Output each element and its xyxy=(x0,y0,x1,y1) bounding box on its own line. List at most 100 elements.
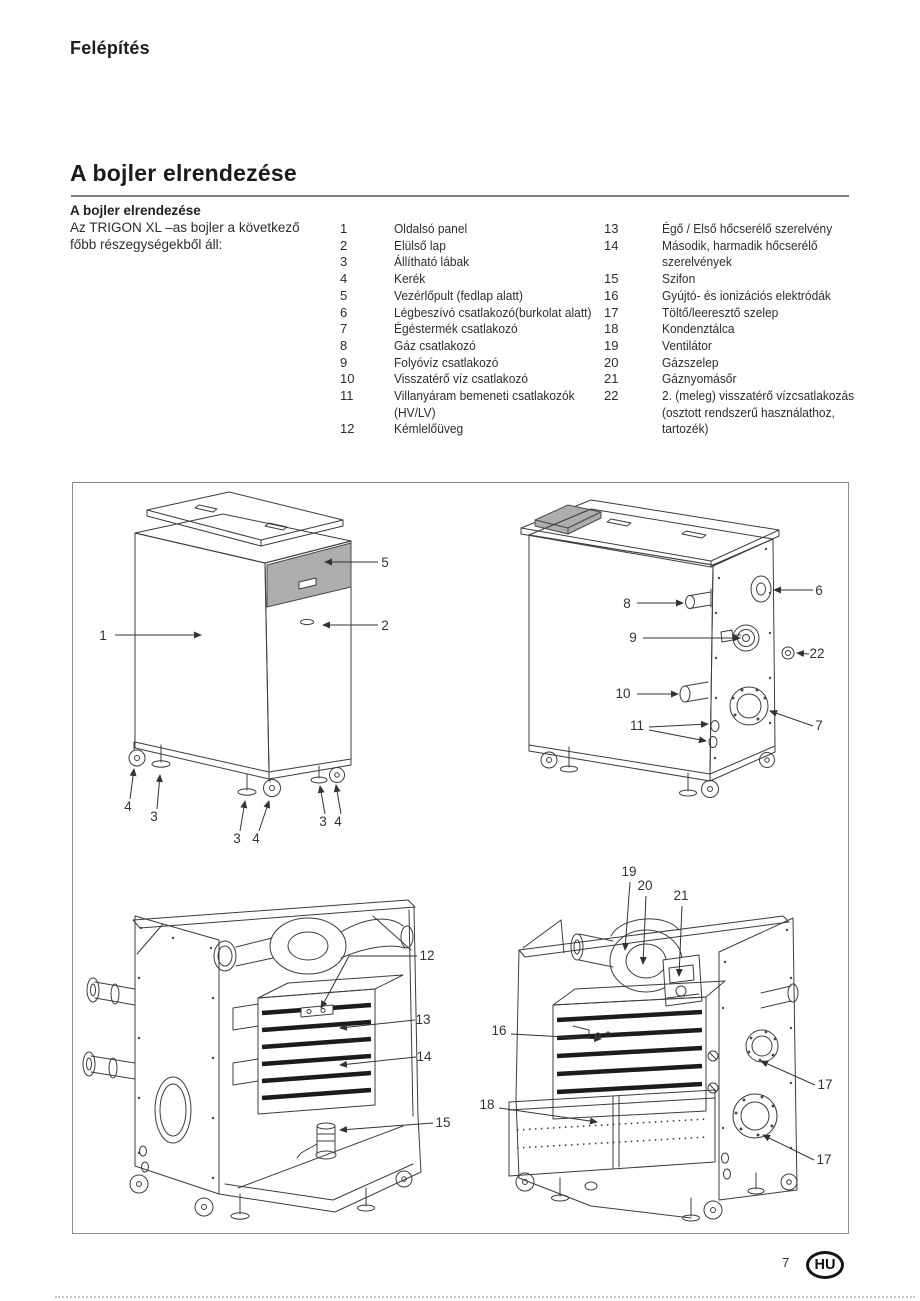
sight-glass xyxy=(300,1004,334,1018)
part-label: Visszatérő víz csatlakozó xyxy=(394,371,529,387)
callout-label-17: 17 xyxy=(816,1152,831,1167)
chassis-frame xyxy=(132,899,422,1213)
part-item: 7 Égéstermék csatlakozó xyxy=(340,321,602,338)
part-number: 12 xyxy=(340,421,355,437)
part-label: (HV/LV) xyxy=(394,404,436,420)
callout-label-6: 6 xyxy=(815,583,823,598)
section-header: Felépítés xyxy=(70,38,150,58)
diagram-panel: 1 2 5 4 3 3 4 3 4 xyxy=(72,482,849,1234)
chassis-frame xyxy=(515,915,790,1219)
parts-list-subtitle: A bojler elrendezése xyxy=(70,203,201,218)
lid-vent-slot xyxy=(194,504,218,513)
electrical-inlets xyxy=(708,720,720,748)
callout-label-11: 11 xyxy=(630,718,644,733)
part-number: 5 xyxy=(340,287,348,303)
part-label: Második, harmadik hőcserélő xyxy=(662,237,818,253)
callout-label-16: 16 xyxy=(491,1023,506,1038)
page-number: 7 xyxy=(782,1255,790,1270)
lid-vent-slot xyxy=(681,530,707,539)
part-label: Égéstermék csatlakozó xyxy=(394,321,518,337)
part-number xyxy=(604,254,662,271)
part-number: 9 xyxy=(340,354,348,370)
part-item: 10 Visszatérő víz csatlakozó xyxy=(340,371,602,388)
heat-exchanger-stack xyxy=(232,974,404,1115)
part-label: Kondenztálca xyxy=(662,321,735,337)
manhole-opening xyxy=(154,1076,192,1144)
scan-artifact-line xyxy=(55,1296,915,1298)
part-number: 19 xyxy=(604,337,619,353)
part-label: szerelvények xyxy=(662,254,732,270)
part-item: 9 Folyóvíz csatlakozó xyxy=(340,355,602,372)
title-rule xyxy=(71,195,849,197)
callout-label-12: 12 xyxy=(419,948,434,963)
part-label: Villanyáram bemeneti csatlakozók xyxy=(394,388,575,404)
callout-label-7: 7 xyxy=(815,718,823,733)
callout-label-13: 13 xyxy=(415,1012,430,1027)
callout-label-8: 8 xyxy=(623,596,631,611)
part-number: 4 xyxy=(340,271,348,287)
brand-logo xyxy=(300,618,314,626)
part-item: 5 Vezérlőpult (fedlap alatt) xyxy=(340,288,602,305)
wheels-and-feet xyxy=(128,741,345,797)
wheels-and-feet xyxy=(515,1172,798,1222)
page-title: A bojler elrendezése xyxy=(70,160,297,186)
water-pipe-flange xyxy=(82,1051,136,1080)
flue-connection xyxy=(729,686,769,726)
drain-fitting xyxy=(584,1181,598,1191)
secondary-return-connection xyxy=(781,646,795,660)
callout-label-2: 2 xyxy=(381,618,389,633)
part-item-continuation: tartozék) xyxy=(604,421,884,438)
callout-label-4: 4 xyxy=(124,799,132,814)
part-number: 3 xyxy=(340,254,348,270)
lid-vent-slot xyxy=(606,518,632,527)
part-label: Vezérlőpult (fedlap alatt) xyxy=(394,287,523,303)
part-number xyxy=(604,405,662,422)
control-display xyxy=(298,577,317,590)
callout-label-15: 15 xyxy=(435,1115,450,1130)
part-item: 19 Ventilátor xyxy=(604,338,884,355)
intro-line-1: Az TRIGON XL –as bojler a következő xyxy=(70,220,300,235)
callout-label-3: 3 xyxy=(150,809,158,824)
part-label: Gáz csatlakozó xyxy=(394,337,476,353)
right-side-panel xyxy=(718,917,799,1201)
callout-label-20: 20 xyxy=(637,878,652,893)
diagram-internal-right-view: 19 20 21 16 18 17 17 xyxy=(479,864,833,1222)
lid-vent-slot xyxy=(264,522,288,531)
part-label: Ventilátor xyxy=(662,337,712,353)
part-item-continuation: szerelvények xyxy=(604,254,884,271)
part-number: 2 xyxy=(340,237,348,253)
callout-label-14: 14 xyxy=(416,1049,432,1064)
boiler-cabinet-rear xyxy=(520,499,780,782)
part-number: 7 xyxy=(340,321,348,337)
callout-label-9: 9 xyxy=(629,630,637,645)
callout-label-17: 17 xyxy=(817,1077,832,1092)
part-label: Gyújtó- és ionizációs elektródák xyxy=(662,287,831,303)
fill-drain-valve-lower xyxy=(732,1093,778,1139)
control-panel-cover xyxy=(266,542,352,608)
diagram-front-isometric-view: 1 2 5 4 3 3 4 3 4 xyxy=(99,491,389,846)
intro-text: Az TRIGON XL –as bojler a következő főbb… xyxy=(70,220,360,253)
part-number: 10 xyxy=(340,371,355,387)
condensate-tray xyxy=(508,1089,716,1191)
part-number: 17 xyxy=(604,304,619,320)
callout-label-4: 4 xyxy=(252,831,260,846)
callout-label-4: 4 xyxy=(334,814,342,829)
callout-label-3: 3 xyxy=(233,831,241,846)
part-number: 6 xyxy=(340,304,348,320)
callouts: 8 9 10 11 6 22 7 xyxy=(615,583,825,744)
part-label: Kémlelőüveg xyxy=(394,421,464,437)
part-label: (osztott rendszerű használathoz, xyxy=(662,404,835,420)
part-label: Folyóvíz csatlakozó xyxy=(394,354,499,370)
part-label: 2. (meleg) visszatérő vízcsatlakozás xyxy=(662,388,855,404)
callout-label-1: 1 xyxy=(99,628,107,643)
